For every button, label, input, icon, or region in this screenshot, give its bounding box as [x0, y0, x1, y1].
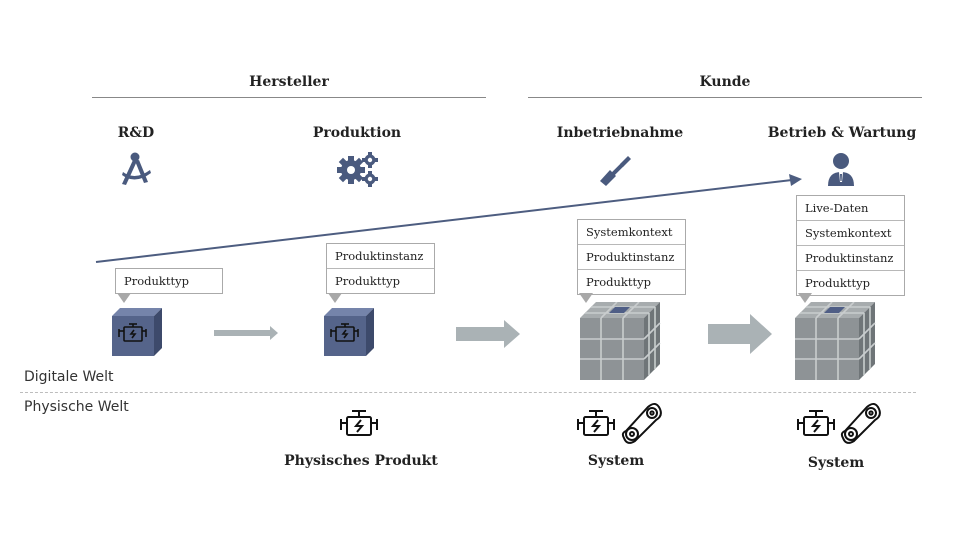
callout-commissioning: Systemkontext Produktinstanz Produkttyp — [577, 219, 686, 295]
compass-drafting-icon — [122, 152, 151, 185]
group-divider-customer — [528, 97, 922, 98]
screwdriver-icon — [600, 156, 631, 186]
callout-commissioning-pointer — [579, 293, 593, 303]
callout-operation: Live-Daten Systemkontext Produktinstanz … — [796, 195, 905, 296]
bottom-label-physical-product: Physisches Produkt — [284, 453, 438, 469]
callout-commissioning-row: Produkttyp — [586, 275, 651, 289]
digital-world-label: Digitale Welt — [24, 369, 114, 385]
engine-icon — [340, 410, 378, 436]
bottom-label-system-operation: System — [807, 455, 865, 471]
callout-operation-row: Produkttyp — [805, 276, 870, 290]
phase-title-rd: R&D — [117, 125, 155, 141]
phase-title-production: Produktion — [312, 125, 402, 141]
belt-drive-icon — [840, 403, 881, 444]
digital-system-cube — [580, 302, 661, 380]
callout-production-row: Produkttyp — [335, 274, 400, 288]
callout-production: Produktinstanz Produkttyp — [326, 243, 435, 294]
callout-production-row: Produktinstanz — [327, 244, 434, 269]
callout-operation-pointer — [798, 293, 812, 303]
flow-arrow-small — [214, 326, 278, 340]
callout-rd-row: Produkttyp — [124, 274, 189, 288]
callout-operation-row: Live-Daten — [797, 196, 904, 221]
group-divider-manufacturer — [92, 97, 486, 98]
phase-title-operation: Betrieb & Wartung — [767, 125, 917, 141]
engine-icon — [577, 410, 615, 436]
group-title-manufacturer: Hersteller — [249, 74, 329, 90]
digital-product-instance-cube — [324, 308, 374, 356]
belt-drive-icon — [621, 403, 662, 444]
callout-production-pointer — [328, 293, 342, 303]
callout-commissioning-row: Produktinstanz — [578, 245, 685, 270]
digital-product-type-cube — [112, 308, 162, 356]
callout-rd: Produkttyp — [115, 268, 223, 294]
group-title-customer: Kunde — [699, 74, 751, 90]
bottom-label-system-commissioning: System — [587, 453, 645, 469]
gears-icon — [337, 152, 378, 187]
physical-world-label: Physische Welt — [24, 399, 129, 415]
callout-operation-row: Produktinstanz — [797, 246, 904, 271]
flow-arrow-medium — [456, 320, 520, 348]
flow-arrow-large — [708, 314, 772, 354]
callout-rd-pointer — [117, 293, 131, 303]
digital-live-system-cube — [795, 302, 876, 380]
callout-operation-row: Systemkontext — [797, 221, 904, 246]
engine-icon — [797, 410, 835, 436]
user-icon — [828, 153, 854, 186]
callout-commissioning-row: Systemkontext — [578, 220, 685, 245]
world-divider — [20, 392, 916, 393]
phase-title-commissioning: Inbetriebnahme — [556, 125, 684, 141]
